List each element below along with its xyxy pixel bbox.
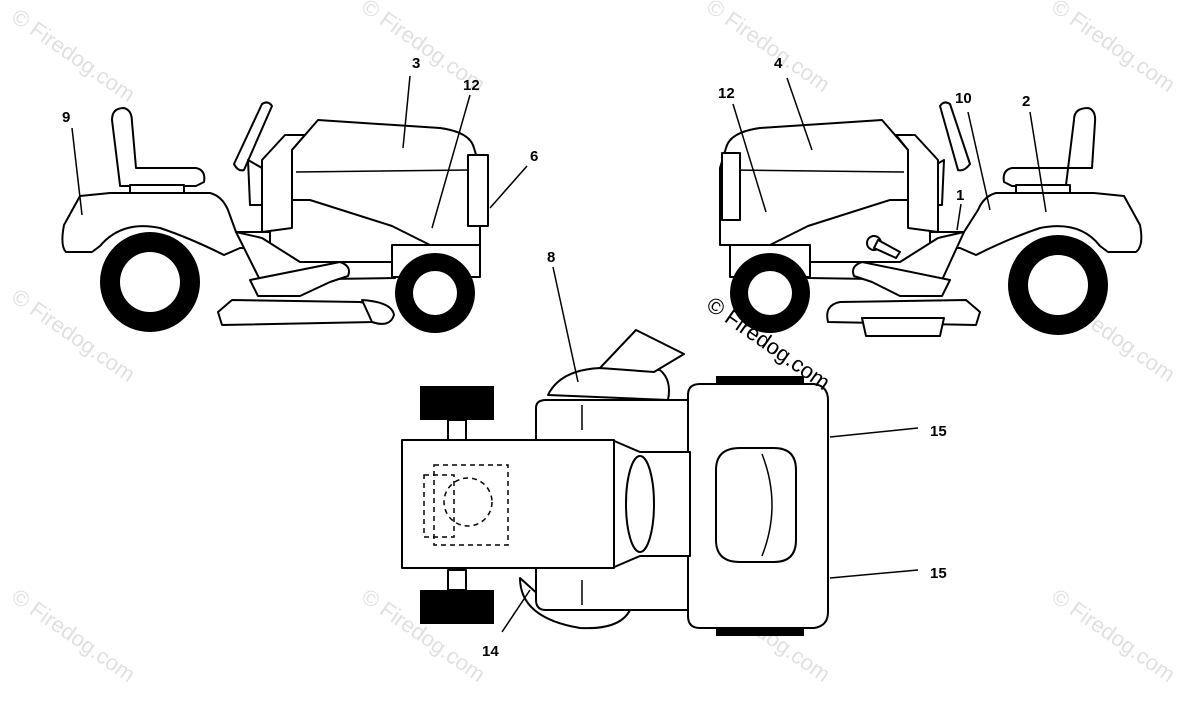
headlight-grille — [467, 154, 489, 227]
front-axle-bottom — [447, 569, 467, 591]
leader-line — [552, 266, 579, 383]
callouts-left: 9 3 12 6 — [62, 55, 538, 229]
callout-3: 3 — [412, 55, 420, 72]
rear-wheel-hub — [120, 252, 180, 312]
leader-line — [1029, 111, 1047, 213]
front-wheel-hub — [413, 271, 457, 315]
callout-4: 4 — [774, 55, 783, 72]
callout-9: 9 — [62, 109, 70, 126]
hood-line — [729, 169, 905, 173]
leader-line — [71, 127, 83, 216]
headlight-grille — [721, 152, 741, 221]
mower-deck — [217, 299, 376, 326]
watermark: © Firedog.com — [702, 0, 835, 97]
hood — [719, 119, 909, 246]
leader-line — [489, 165, 528, 209]
deck-top — [547, 367, 670, 401]
lift-lever — [873, 239, 901, 259]
leader-line — [732, 103, 767, 213]
engine-outline — [433, 464, 509, 546]
leader-line — [402, 75, 411, 149]
leader-line — [431, 94, 471, 229]
callout-12: 12 — [463, 77, 480, 94]
callout-8: 8 — [547, 249, 555, 266]
tractor-top-view — [401, 329, 829, 636]
rear-wheel-hub — [1028, 255, 1088, 315]
callouts-top: 8 15 15 14 — [482, 249, 947, 660]
leader-line — [956, 203, 962, 231]
tractor-right-side-view — [719, 101, 1143, 337]
engine-outline — [423, 474, 455, 538]
steering-wheel — [939, 101, 971, 172]
engine-flywheel-outline — [443, 477, 493, 527]
callout-12: 12 — [718, 85, 735, 102]
leader-line — [501, 589, 531, 633]
callout-6: 6 — [530, 148, 538, 165]
callout-10: 10 — [955, 90, 972, 107]
steering-wheel — [233, 101, 273, 172]
discharge-chute — [361, 299, 395, 325]
leader-line — [967, 111, 991, 211]
front-tire-top — [420, 386, 494, 420]
watermark: © Firedog.com — [1047, 584, 1180, 687]
front-wheel-hub — [748, 271, 792, 315]
front-axle-top — [447, 419, 467, 441]
deck-skirt — [861, 317, 945, 337]
lift-linkage — [852, 261, 951, 297]
watermark: © Firedog.com — [7, 584, 140, 687]
lift-linkage — [249, 261, 350, 297]
watermark: © Firedog.com — [1047, 0, 1180, 97]
hood — [291, 119, 481, 246]
callout-15: 15 — [930, 423, 947, 440]
callouts-right: 4 12 10 2 1 — [718, 55, 1047, 231]
leader-line — [786, 77, 813, 151]
seat — [111, 107, 206, 187]
seat-back-line — [761, 453, 773, 557]
callout-15: 15 — [930, 565, 947, 582]
leader-line — [829, 427, 919, 438]
seat-top — [715, 447, 797, 563]
hood-line — [295, 169, 471, 173]
leader-line — [829, 569, 919, 579]
rear-fender — [929, 192, 1143, 256]
rear-fender — [61, 192, 271, 256]
callout-14: 14 — [482, 643, 499, 660]
steering-wheel-top — [625, 455, 655, 553]
seat — [1002, 107, 1097, 187]
callout-2: 2 — [1022, 93, 1030, 110]
front-tire-bottom — [420, 590, 494, 624]
watermark: © Firedog.com — [7, 4, 140, 107]
callout-1: 1 — [956, 187, 964, 204]
discharge-chute-top — [599, 329, 685, 373]
tractor-left-side-view — [61, 101, 489, 333]
